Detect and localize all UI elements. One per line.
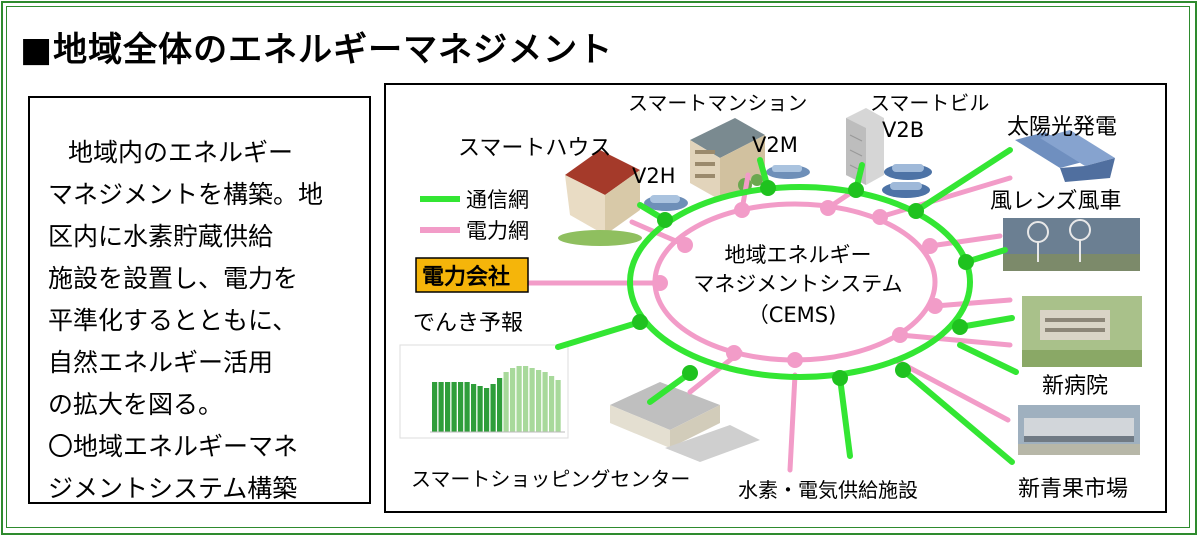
mini-bar [516,366,522,432]
v2m-label: V2M [752,133,798,157]
mini-bar [458,382,464,432]
solar-label: 太陽光発電 [1007,115,1117,140]
description-line: 平準化するとともに、 [48,306,298,335]
description-line: ジメントシステム構築 [48,474,298,503]
mini-bar [438,382,444,432]
smart-building-illustration [846,108,884,185]
mini-bar [451,382,457,432]
hospital-photo [1022,296,1142,367]
market-photo [1018,405,1140,455]
cems-label-line3: （CEMS) [748,303,837,327]
smart-building-label: スマートビル [870,91,989,115]
hydrogen-facility-label: 水素・電気供給施設 [738,478,918,502]
cems-label-line2: マネジメントシステム [693,272,902,296]
description-line: の拡大を図る。 [48,390,224,419]
mini-bar [490,384,496,432]
inner-frame [6,6,1190,528]
denki-yoho-chart-illustration [399,344,569,439]
mini-bar [477,386,483,432]
ev-car-v2m-illustration [766,165,810,179]
legend-power-label: 電力網 [466,219,529,243]
cems-label-line1: 地域エネルギー [725,243,872,267]
description-line: 〇地域エネルギーマネ [48,432,299,461]
mini-bar [555,380,561,432]
ev-car-v2h-illustration [644,195,688,211]
smart-house-illustration [558,150,642,246]
v2b-label: V2B [882,118,924,142]
v2h-label: V2H [632,164,676,188]
mini-bar [542,372,548,432]
mini-bar [464,382,470,432]
mini-bar [445,382,451,432]
mini-bar [523,366,529,432]
ev-car-v2b-illustration [882,164,932,198]
mini-bar [549,376,555,432]
mini-bar [497,378,503,432]
new-hospital-label: 新病院 [1042,374,1108,399]
mini-bar [529,368,535,432]
power-company-badge: 電力会社 [415,257,529,293]
description-line: 区内に水素貯蔵供給 [48,222,274,251]
wind-turbine-label: 風レンズ風車 [990,189,1122,214]
shopping-center-label: スマートショッピングセンター [411,467,690,491]
page-title: ■地域全体のエネルギーマネジメント [20,30,614,70]
power-nodes [652,200,943,368]
description-line: 自然エネルギー活用 [48,348,274,377]
mini-bar [536,370,542,432]
description-line: 地域内のエネルギー [68,138,294,167]
description-line: 施設を設置し、電力を [48,264,299,293]
wind-turbine-photo [1003,218,1140,271]
legend: 通信網 電力網 [420,188,529,243]
mini-bar [484,388,490,432]
smart-house-label: スマートハウス [458,136,611,161]
market-label: 新青果市場 [1018,477,1128,502]
solar-panels-illustration [1015,130,1115,182]
mini-bar [503,372,509,432]
legend-comm-label: 通信網 [466,188,529,212]
comm-network [555,147,1019,465]
description-box: 地域内のエネルギー マネジメントを構築。地 区内に水素貯蔵供給 施設を設置し、電… [28,96,371,504]
mini-bar [432,382,438,432]
smart-mansion-label: スマートマンション [628,91,807,115]
mini-bar [510,368,516,432]
denki-yoho-label: でんき予報 [413,311,523,336]
description-line: マネジメントを構築。地 [48,180,324,209]
mini-bar [471,384,477,432]
power-company-label: 電力会社 [422,264,510,290]
comm-nodes [632,180,974,386]
